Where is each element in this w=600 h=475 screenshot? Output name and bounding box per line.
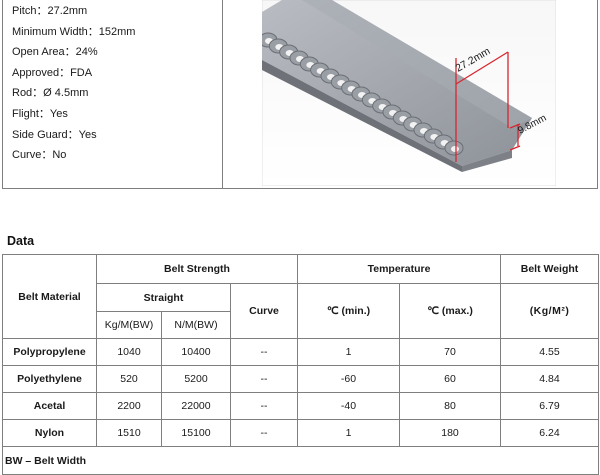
cell-temp-min: -40 [297, 392, 400, 420]
hinge-hole [451, 146, 459, 152]
table-row: Polypropylene 1040 10400 -- 1 70 4.55 [2, 338, 600, 366]
spec-flight: Flight：Yes [12, 107, 68, 120]
cell-nm: 10400 [161, 338, 231, 366]
belt-hinge-loops [262, 32, 464, 156]
cell-material: Polypropylene [2, 338, 97, 366]
cell-curve: -- [230, 338, 298, 366]
cell-curve: -- [230, 365, 298, 393]
spec-min-width: Minimum Width：152mm [12, 25, 136, 38]
spec-panel: Pitch：27.2mm Minimum Width：152mm Open Ar… [2, 0, 598, 189]
spec-approved: Approved：FDA [12, 66, 93, 79]
cell-temp-min: 1 [297, 338, 400, 366]
table-row: Polyethylene 520 5200 -- -60 60 4.84 [2, 365, 600, 393]
header-temperature: Temperature [296, 254, 502, 284]
cell-weight: 4.84 [500, 365, 600, 393]
cell-kg: 520 [96, 365, 162, 393]
cell-temp-min: 1 [297, 419, 400, 447]
cell-nm: 22000 [161, 392, 231, 420]
cell-material: Acetal [2, 392, 97, 420]
cell-nm: 15100 [161, 419, 231, 447]
header-belt-strength: Belt Strength [96, 254, 298, 284]
header-weight-unit: (Kg/M²) [500, 283, 600, 339]
cell-curve: -- [230, 392, 298, 420]
section-title: Data [7, 234, 35, 248]
cell-temp-max: 180 [398, 419, 502, 447]
spec-list: Pitch：27.2mm Minimum Width：152mm Open Ar… [12, 1, 135, 166]
cell-weight: 6.79 [500, 392, 600, 420]
header-belt-material: Belt Material [2, 254, 97, 339]
header-curve: Curve [230, 283, 298, 339]
cell-temp-min: -60 [297, 365, 400, 393]
header-belt-weight: Belt Weight [500, 254, 600, 284]
belt-data-table: Belt Material Belt Strength Temperature … [1, 254, 600, 475]
belt-product-photo: 27.2mm 9.8mm [262, 0, 556, 186]
cell-kg: 1040 [96, 338, 162, 366]
cell-temp-max: 80 [398, 392, 502, 420]
footnote: BW – Belt Width [1, 446, 600, 475]
cell-temp-max: 60 [398, 365, 502, 393]
header-n-m-bw: N/M(BW) [161, 311, 231, 339]
table-row: Acetal 2200 22000 -- -40 80 6.79 [2, 392, 600, 420]
spec-divider [222, 0, 223, 188]
cell-weight: 4.55 [500, 338, 600, 366]
header-straight: Straight [96, 283, 231, 312]
spec-pitch: Pitch：27.2mm [12, 5, 88, 17]
cell-kg: 2200 [96, 392, 162, 420]
spec-rod: Rod：Ø 4.5mm [12, 87, 89, 100]
cell-weight: 6.24 [500, 419, 600, 447]
cell-kg: 1510 [96, 419, 162, 447]
cell-material: Nylon [2, 419, 97, 447]
spec-open-area: Open Area：24% [12, 46, 98, 59]
spec-curve: Curve：No [12, 149, 67, 162]
header-temp-max: ℃ (max.) [398, 283, 502, 339]
spec-side-guard: Side Guard：Yes [12, 128, 97, 141]
cell-material: Polyethylene [2, 365, 97, 393]
header-kg-m-bw: Kg/M(BW) [96, 311, 162, 339]
cell-curve: -- [230, 419, 298, 447]
cell-nm: 5200 [161, 365, 231, 393]
table-row: Nylon 1510 15100 -- 1 180 6.24 [2, 419, 600, 447]
header-temp-min: ℃ (min.) [297, 283, 400, 339]
cell-temp-max: 70 [398, 338, 502, 366]
